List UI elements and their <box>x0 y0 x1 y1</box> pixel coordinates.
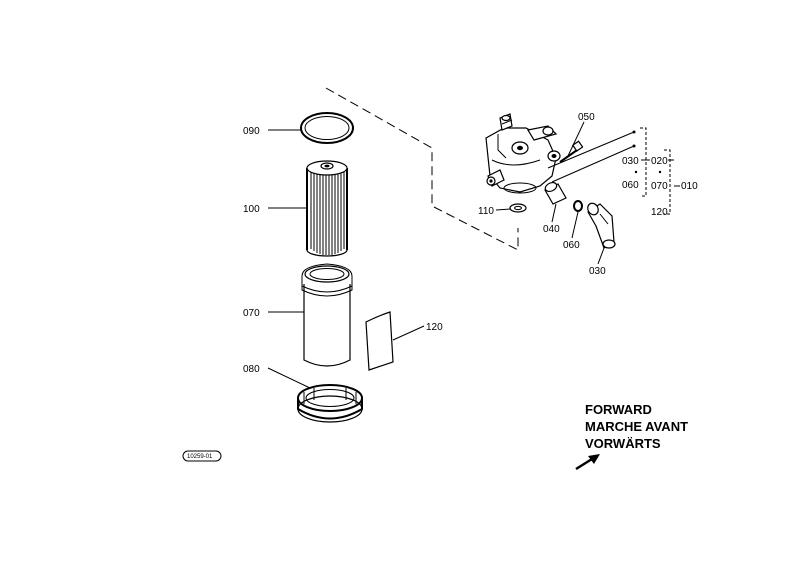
reference-code-text: 10259-01 <box>187 454 213 460</box>
leader-110 <box>495 208 511 211</box>
tree-callout-030: 030 <box>622 156 639 167</box>
leader-060 <box>571 211 579 239</box>
reference-dot-upper <box>632 130 636 134</box>
o-ring-060 <box>573 200 583 212</box>
tree-callout-070: 070 <box>651 181 668 192</box>
callout-120: 120 <box>426 322 443 333</box>
reference-dot-lower <box>632 144 636 148</box>
reference-code-badge: 10259-01 <box>182 450 222 462</box>
washer-110 <box>509 203 527 213</box>
bolt-050 <box>559 140 584 163</box>
callout-110: 110 <box>478 206 494 217</box>
filter-bowl-070 <box>301 263 353 367</box>
leader-030-elbow <box>597 247 605 265</box>
leader-050 <box>567 121 585 157</box>
leader-120 <box>392 325 425 341</box>
forward-arrow-icon <box>575 454 600 471</box>
callout-030-elbow: 030 <box>589 266 606 277</box>
tree-callout-120: 120 <box>651 207 668 218</box>
o-ring-090 <box>300 112 354 144</box>
assembly-guide-line <box>325 87 519 251</box>
leader-080 <box>267 367 311 389</box>
callout-040: 040 <box>543 224 560 235</box>
elbow-fitting-030 <box>587 202 616 249</box>
callout-060: 060 <box>563 240 580 251</box>
filter-element-100 <box>306 160 348 257</box>
direction-label-english: FORWARD <box>585 402 652 417</box>
direction-label-german: VORWÄRTS <box>585 436 661 451</box>
tree-callout-020: 020 <box>651 156 668 167</box>
reference-line-upper <box>547 131 635 169</box>
parts-tree-brackets <box>634 127 680 215</box>
callout-050: 050 <box>578 112 595 123</box>
fitting-040 <box>544 181 567 205</box>
label-sticker-120 <box>365 311 394 371</box>
callout-090: 090 <box>243 126 260 137</box>
ring-nut-080 <box>297 384 363 423</box>
callout-100: 100 <box>243 204 260 215</box>
callout-080: 080 <box>243 364 260 375</box>
direction-label-french: MARCHE AVANT <box>585 419 688 434</box>
reference-line-lower <box>551 145 635 183</box>
filter-head-assembly <box>485 113 561 194</box>
tree-callout-060: 060 <box>622 180 639 191</box>
leader-040 <box>551 203 557 223</box>
callout-070: 070 <box>243 308 260 319</box>
tree-callout-010: 010 <box>681 181 698 192</box>
